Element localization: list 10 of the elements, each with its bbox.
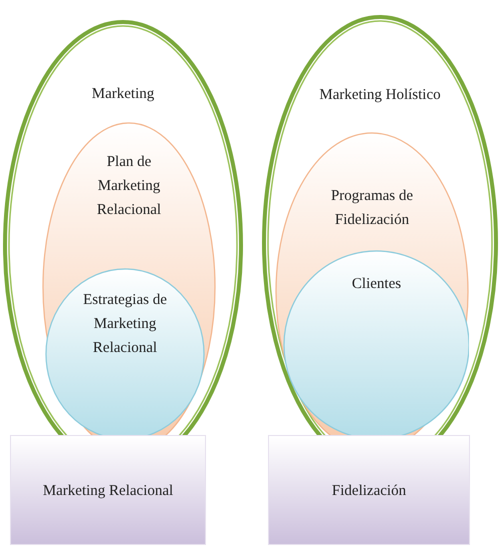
panel-label: Marketing Relacional	[42, 482, 174, 501]
region-label: Estrategias de Marketing Relacional	[82, 291, 168, 358]
region-label: Plan de Marketing Relacional	[96, 153, 162, 220]
region-label: Programas de Fidelización	[330, 187, 414, 230]
region-label: Marketing	[90, 85, 156, 104]
region-label: Clientes	[350, 275, 402, 294]
region-label: Marketing Holístico	[318, 86, 442, 105]
panel-label: Fidelización	[330, 482, 408, 501]
base-panel	[268, 435, 470, 545]
base-panel	[10, 435, 206, 545]
